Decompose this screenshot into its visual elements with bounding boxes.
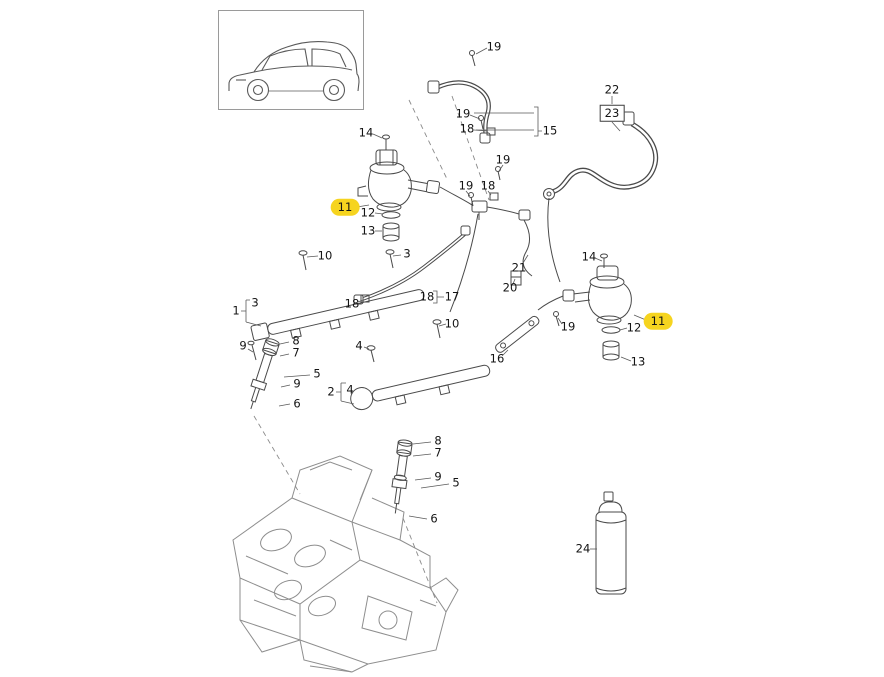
clip-18-b	[489, 192, 499, 201]
callout-9[interactable]: 9	[293, 376, 301, 391]
injector-bottom	[391, 439, 413, 514]
callout-17[interactable]: 17	[444, 289, 460, 304]
callout-10[interactable]: 10	[317, 248, 333, 263]
callout-18[interactable]: 18	[480, 178, 496, 193]
callout-10[interactable]: 10	[444, 316, 460, 331]
clip-18-c	[360, 294, 370, 303]
high-pressure-pump-left	[357, 134, 441, 242]
support-13-right	[602, 340, 620, 361]
callout-1[interactable]: 1	[232, 303, 240, 318]
callout-6[interactable]: 6	[430, 511, 438, 526]
callout-5[interactable]: 5	[313, 366, 321, 381]
callout-6[interactable]: 6	[293, 396, 301, 411]
callout-3[interactable]: 3	[403, 246, 411, 261]
callout-5[interactable]: 5	[452, 475, 460, 490]
callout-8[interactable]: 8	[292, 333, 300, 348]
callout-2[interactable]: 2	[327, 384, 335, 399]
callout-14[interactable]: 14	[581, 249, 597, 264]
callout-19[interactable]: 19	[495, 152, 511, 167]
screw-14-left	[382, 134, 390, 150]
tee-connector	[439, 186, 520, 313]
dashed-locator-lines	[253, 95, 490, 604]
callout-9[interactable]: 9	[239, 338, 247, 353]
injector-left	[247, 338, 280, 410]
callout-13[interactable]: 13	[360, 223, 376, 238]
callout-15[interactable]: 15	[542, 123, 558, 138]
callout-19[interactable]: 19	[560, 319, 576, 334]
screw-19-d	[468, 192, 474, 207]
callout-13[interactable]: 13	[630, 354, 646, 369]
callout-18[interactable]: 18	[344, 296, 360, 311]
fuel-line-21	[510, 209, 533, 286]
clip-18-a	[486, 127, 496, 136]
callout-18[interactable]: 18	[419, 289, 435, 304]
callout-21[interactable]: 21	[511, 260, 527, 275]
bolt-10a	[298, 250, 308, 271]
callout-12[interactable]: 12	[626, 320, 642, 335]
callout-4[interactable]: 4	[346, 382, 354, 397]
callout-14[interactable]: 14	[358, 125, 374, 140]
callout-20[interactable]: 20	[502, 280, 518, 295]
callout-7[interactable]: 7	[434, 445, 442, 460]
engine-block	[232, 455, 459, 673]
callout-19[interactable]: 19	[455, 106, 471, 121]
o-ring-12-left	[381, 211, 401, 219]
bolt-10b	[432, 319, 442, 339]
callout-24[interactable]: 24	[575, 541, 591, 556]
leader-lines	[241, 47, 647, 550]
callout-4[interactable]: 4	[355, 338, 363, 353]
fuel-hose-22	[543, 111, 659, 200]
callout-highlighted-11[interactable]: 11	[330, 198, 360, 216]
callout-12[interactable]: 12	[360, 205, 376, 220]
screw-9-left	[247, 340, 257, 361]
callout-23[interactable]: 23	[599, 104, 625, 122]
callout-3[interactable]: 3	[251, 295, 259, 310]
screw-19-a	[469, 50, 476, 67]
callout-16[interactable]: 16	[489, 351, 505, 366]
callout-8[interactable]: 8	[434, 433, 442, 448]
fuel-rail-2	[350, 319, 491, 411]
callout-9[interactable]: 9	[434, 469, 442, 484]
screw-19-e	[553, 311, 560, 327]
fuel-rail-1	[250, 249, 425, 341]
callout-18[interactable]: 18	[459, 121, 475, 136]
fuel-line-16	[495, 197, 564, 353]
callout-22[interactable]: 22	[604, 82, 620, 97]
support-13-left	[382, 222, 400, 242]
bolt-3a	[385, 249, 395, 269]
spray-can	[595, 491, 627, 595]
high-pressure-pump-right	[562, 253, 632, 361]
callout-19[interactable]: 19	[486, 39, 502, 54]
vehicle-thumbnail	[218, 10, 364, 110]
callout-19[interactable]: 19	[458, 178, 474, 193]
callout-7[interactable]: 7	[292, 345, 300, 360]
callout-highlighted-11[interactable]: 11	[643, 312, 673, 330]
